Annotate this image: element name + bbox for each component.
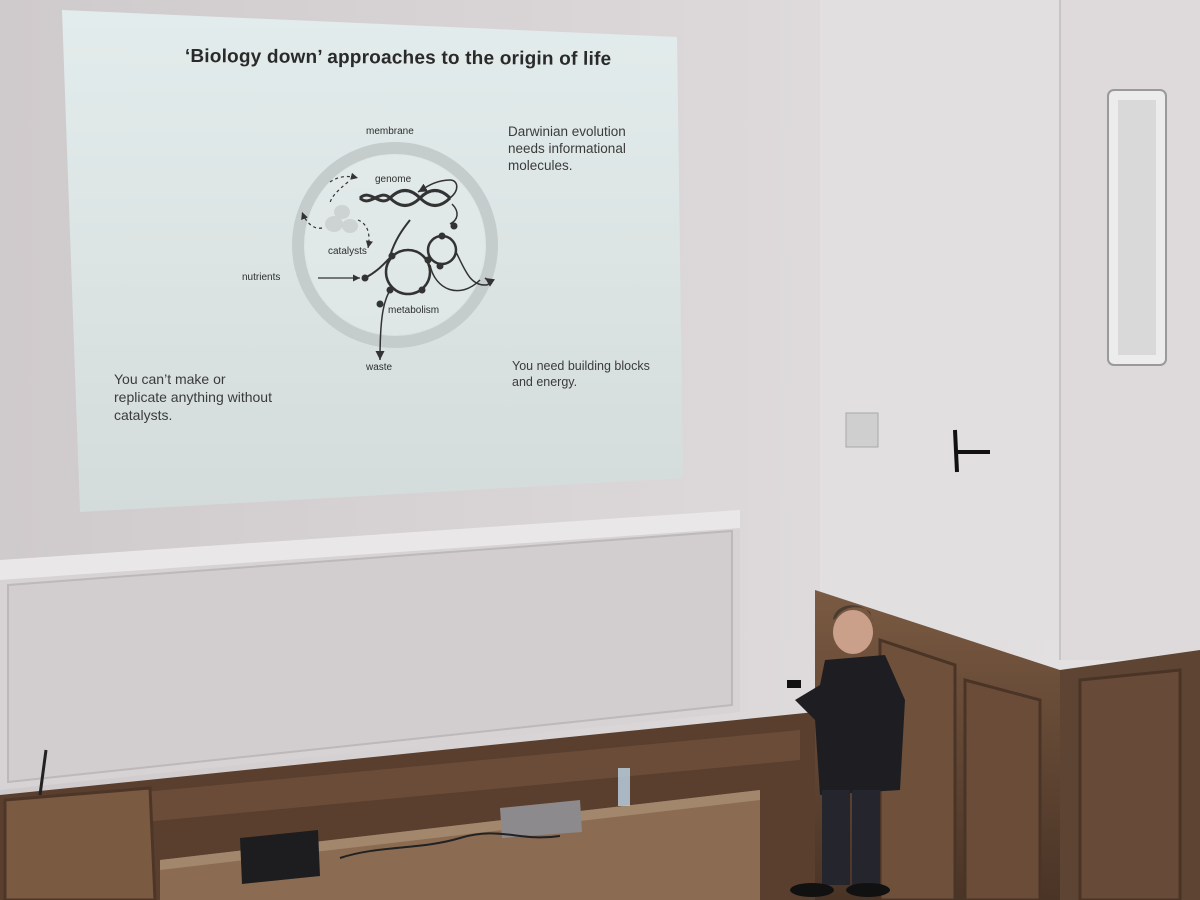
slide-title: ‘Biology down’ approaches to the origin …: [184, 46, 612, 70]
laptop: [240, 830, 320, 884]
presenter: [787, 605, 905, 897]
note-building-blocks: You need building blocks and energy.: [512, 359, 650, 389]
cell-diagram: [292, 142, 498, 361]
label-membrane: membrane: [366, 126, 414, 137]
label-waste: waste: [366, 362, 393, 373]
membrane-ring: [292, 142, 498, 348]
laptop-2: [500, 800, 582, 838]
screen-housing: [0, 510, 740, 580]
wall-plate: [845, 412, 879, 448]
note-darwinian-evolution: Darwinian evolution needs informational …: [508, 124, 626, 173]
note-catalysts: You can’t make or replicate anything wit…: [114, 371, 272, 423]
label-catalysts: catalysts: [328, 246, 367, 257]
water-bottle: [618, 768, 630, 806]
label-genome: genome: [375, 174, 412, 185]
label-nutrients: nutrients: [242, 272, 281, 283]
label-metabolism: metabolism: [388, 305, 440, 316]
